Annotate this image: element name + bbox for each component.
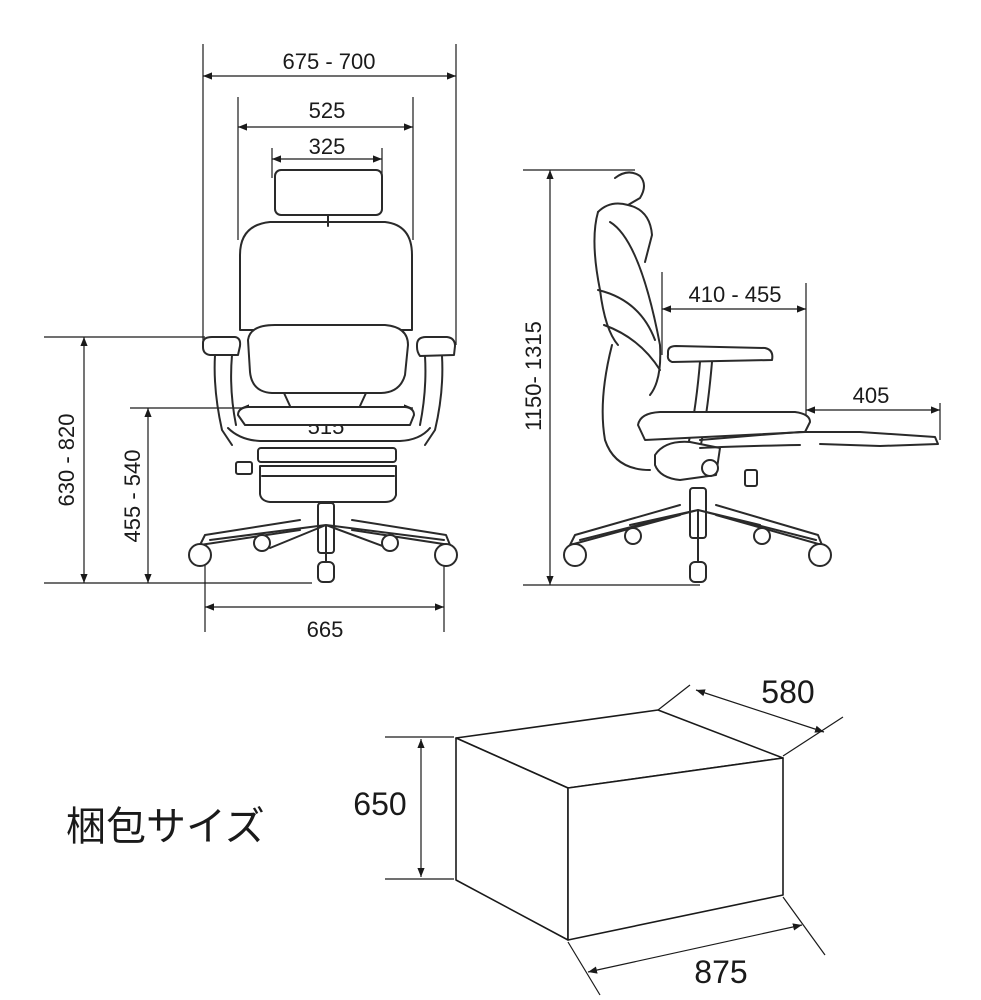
base-width-label: 665 <box>307 617 344 642</box>
package-size-title: 梱包サイズ <box>66 804 265 850</box>
seat-height-label: 455 - 540 <box>120 450 145 543</box>
overall-width-label: 675 - 700 <box>283 49 376 74</box>
chair-front-drawing <box>188 169 458 583</box>
seat-depth-label: 410 - 455 <box>689 282 782 307</box>
box-width-dimension <box>587 923 803 974</box>
headrest-width-label: 325 <box>309 134 346 159</box>
box-front-face <box>567 757 784 941</box>
armrest-height-label: 630 - 820 <box>54 414 79 507</box>
backrest-width-label: 525 <box>309 98 346 123</box>
chair-side-drawing <box>563 171 939 583</box>
overall-height-label: 1150- 1315 <box>521 321 546 431</box>
box-height-label: 650 <box>353 786 406 822</box>
box-depth-label: 580 <box>761 674 814 710</box>
side-view: 1150- 1315 410 - 455 405 <box>521 169 941 586</box>
front-view: 675 - 700 525 325 515 665 630 - 820 455 … <box>44 44 458 642</box>
package-box-view: 梱包サイズ 650 580 875 <box>66 674 844 996</box>
box-depth-dimension <box>695 689 825 733</box>
footrest-extension-label: 405 <box>853 383 890 408</box>
box-width-label: 875 <box>694 954 747 990</box>
